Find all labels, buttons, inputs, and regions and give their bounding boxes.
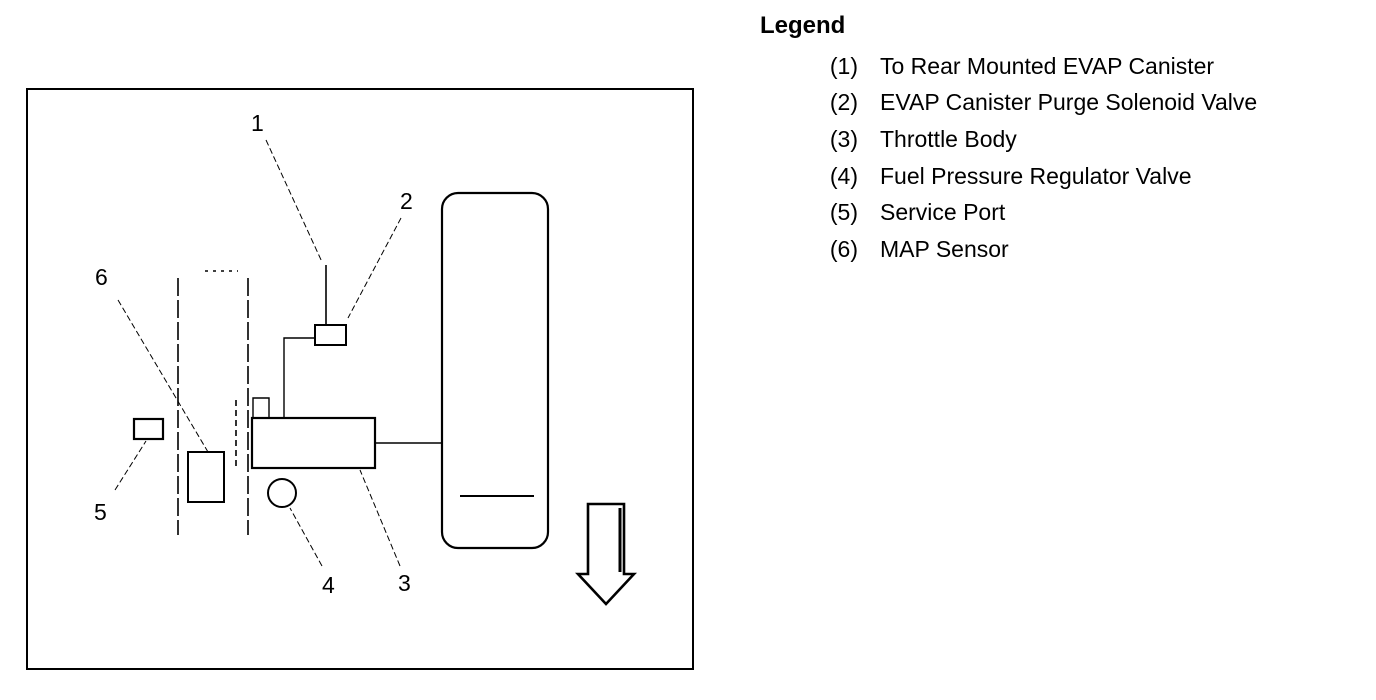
legend-item-number: (3) [829, 125, 858, 152]
callout-6: 6 [95, 264, 108, 290]
legend-item-text: EVAP Canister Purge Solenoid Valve [880, 89, 1258, 116]
legend-item-number: (1) [829, 52, 858, 79]
legend-item-text: Service Port [880, 199, 1006, 226]
legend-item: (1) To Rear Mounted EVAP Canister [760, 48, 1257, 85]
legend-item-number: (2) [829, 89, 858, 116]
legend-title: Legend [760, 12, 846, 39]
legend-item-number: (4) [829, 162, 858, 189]
legend-item: (5) Service Port [760, 194, 1257, 231]
legend-item: (3) Throttle Body [760, 121, 1257, 158]
diagram-frame [26, 88, 694, 670]
callout-5: 5 [94, 499, 107, 525]
legend-item-text: Fuel Pressure Regulator Valve [880, 162, 1192, 189]
callout-1: 1 [251, 110, 264, 136]
legend-item: (2) EVAP Canister Purge Solenoid Valve [760, 85, 1257, 122]
legend-item: (6) MAP Sensor [760, 231, 1257, 268]
legend-item-number: (5) [829, 199, 858, 226]
throttle-vacuum-fitting [252, 397, 270, 418]
front-direction-arrow [575, 502, 637, 606]
callout-3: 3 [398, 570, 411, 596]
purge-vacuum-line [283, 337, 315, 418]
callout-leaders [114, 139, 402, 567]
map-sensor [187, 451, 225, 503]
legend: Legend (1) To Rear Mounted EVAP Canister… [760, 12, 1257, 268]
callout-2: 2 [400, 188, 413, 214]
fuel-pressure-regulator [267, 478, 297, 508]
legend-item: (4) Fuel Pressure Regulator Valve [760, 158, 1257, 195]
air-cleaner-housing [440, 191, 550, 550]
purge-solenoid-valve [314, 324, 347, 346]
callout-4: 4 [322, 572, 335, 598]
legend-item-text: Throttle Body [880, 125, 1017, 152]
legend-item-text: To Rear Mounted EVAP Canister [880, 52, 1215, 79]
throttle-body [250, 416, 377, 470]
engine-outline [177, 270, 249, 535]
legend-item-text: MAP Sensor [880, 235, 1009, 262]
legend-item-number: (6) [829, 235, 858, 262]
service-port [132, 417, 165, 441]
